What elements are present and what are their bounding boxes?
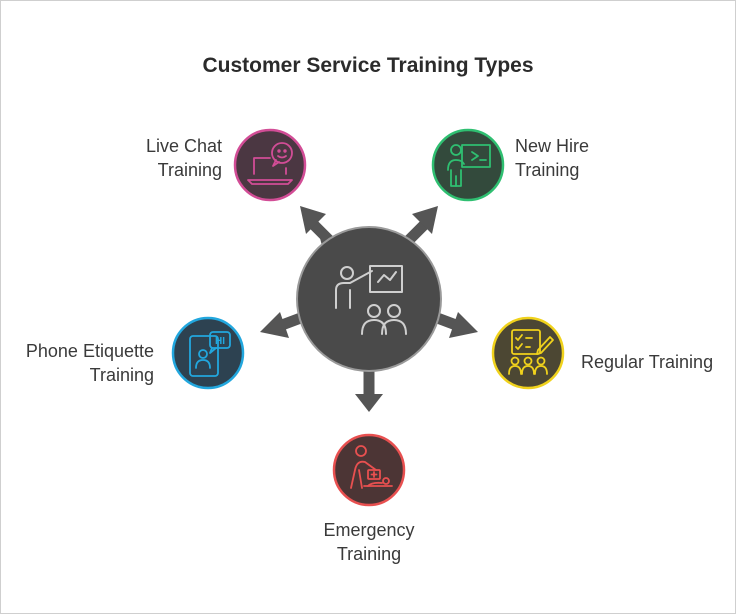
label-live-chat-line2: Training <box>157 160 222 180</box>
checklist-group-icon <box>508 329 554 375</box>
label-phone: Phone Etiquette Training <box>4 339 154 387</box>
center-hub <box>296 226 442 372</box>
label-live-chat: Live Chat Training <box>100 134 222 182</box>
label-emergency-line1: Emergency <box>323 520 415 540</box>
label-regular-line1: Regular Training <box>581 352 714 372</box>
label-new-hire-line2: Training <box>515 160 580 180</box>
node-regular <box>491 316 565 390</box>
arrow-emergency <box>355 370 383 412</box>
laptop-chat-icon <box>247 142 293 185</box>
label-live-chat-line1: Live Chat <box>145 136 222 156</box>
person-presentation-icon <box>447 144 491 187</box>
label-new-hire-line1: New Hire <box>515 136 590 156</box>
svg-text:HI: HI <box>215 336 225 347</box>
label-emergency-line2: Training <box>336 544 402 564</box>
arrow-new-hire <box>401 206 438 248</box>
node-new-hire <box>431 128 505 202</box>
label-emergency: Emergency Training <box>289 518 449 566</box>
first-aid-cpr-icon <box>350 445 393 489</box>
label-new-hire: New Hire Training <box>515 134 655 182</box>
label-regular: Regular Training <box>581 350 731 374</box>
label-phone-line2: Training <box>89 365 154 385</box>
diagram-title: Customer Service Training Types <box>202 54 534 77</box>
phone-greeting-icon: HI <box>189 331 231 377</box>
trainer-audience-icon <box>335 265 407 335</box>
label-phone-line1: Phone Etiquette <box>25 341 154 361</box>
node-emergency <box>332 433 406 507</box>
node-phone: HI <box>171 316 245 390</box>
node-live-chat <box>233 128 307 202</box>
